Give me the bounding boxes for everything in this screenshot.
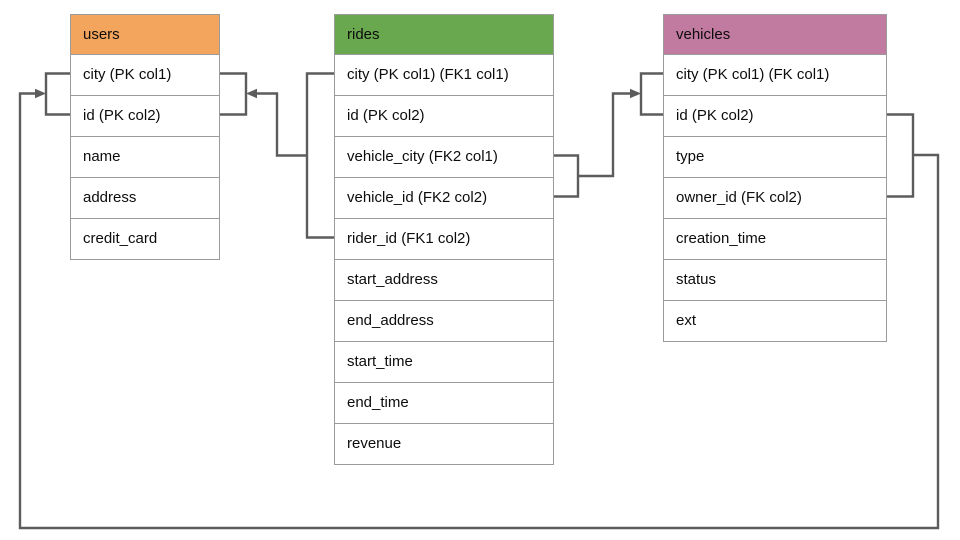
rides-fk2-arrowhead-icon <box>630 88 641 99</box>
column-row-revenue[interactable]: revenue <box>335 424 553 464</box>
column-row-start_time[interactable]: start_time <box>335 342 553 383</box>
users-pk-left-bracket <box>44 72 70 116</box>
column-row-end_address[interactable]: end_address <box>335 301 553 342</box>
column-row-address[interactable]: address <box>71 178 219 219</box>
table-vehicles-header[interactable]: vehicles <box>664 15 886 55</box>
table-users-title: users <box>83 26 120 43</box>
rides-fk1-arrow-line <box>256 92 307 157</box>
table-vehicles[interactable]: vehicles city (PK col1) (FK col1)id (PK … <box>663 14 887 342</box>
vehicles-fk-arrowhead-icon <box>35 88 46 99</box>
rides-fk1-arrowhead-icon <box>246 88 257 99</box>
vehicles-fk-right-bracket <box>887 113 915 198</box>
column-row-ext[interactable]: ext <box>664 301 886 341</box>
column-row-vehicle_city[interactable]: vehicle_city (FK2 col1) <box>335 137 553 178</box>
rides-fk1-bracket <box>305 72 334 239</box>
column-row-id[interactable]: id (PK col2) <box>71 96 219 137</box>
column-row-status[interactable]: status <box>664 260 886 301</box>
column-row-rider_id[interactable]: rider_id (FK1 col2) <box>335 219 553 260</box>
rides-fk2-bracket <box>554 154 580 198</box>
column-row-credit_card[interactable]: credit_card <box>71 219 219 259</box>
column-row-id[interactable]: id (PK col2) <box>335 96 553 137</box>
table-rides-title: rides <box>347 26 380 43</box>
column-row-city[interactable]: city (PK col1) (FK1 col1) <box>335 55 553 96</box>
column-row-type[interactable]: type <box>664 137 886 178</box>
column-row-name[interactable]: name <box>71 137 219 178</box>
column-row-city[interactable]: city (PK col1) (FK col1) <box>664 55 886 96</box>
column-row-city[interactable]: city (PK col1) <box>71 55 219 96</box>
table-vehicles-title: vehicles <box>676 26 731 43</box>
column-row-creation_time[interactable]: creation_time <box>664 219 886 260</box>
table-vehicles-columns: city (PK col1) (FK col1)id (PK col2)type… <box>664 55 886 341</box>
column-row-owner_id[interactable]: owner_id (FK col2) <box>664 178 886 219</box>
column-row-start_address[interactable]: start_address <box>335 260 553 301</box>
rides-fk2-arrow-line <box>578 92 631 178</box>
table-users-header[interactable]: users <box>71 15 219 55</box>
table-rides-columns: city (PK col1) (FK1 col1)id (PK col2)veh… <box>335 55 553 464</box>
table-rides[interactable]: rides city (PK col1) (FK1 col1)id (PK co… <box>334 14 554 465</box>
vehicles-fk-wrap-line <box>18 92 940 530</box>
table-rides-header[interactable]: rides <box>335 15 553 55</box>
vehicles-pk-left-bracket <box>639 72 663 116</box>
column-row-end_time[interactable]: end_time <box>335 383 553 424</box>
column-row-id[interactable]: id (PK col2) <box>664 96 886 137</box>
column-row-vehicle_id[interactable]: vehicle_id (FK2 col2) <box>335 178 553 219</box>
users-pk-right-bracket <box>220 72 248 116</box>
